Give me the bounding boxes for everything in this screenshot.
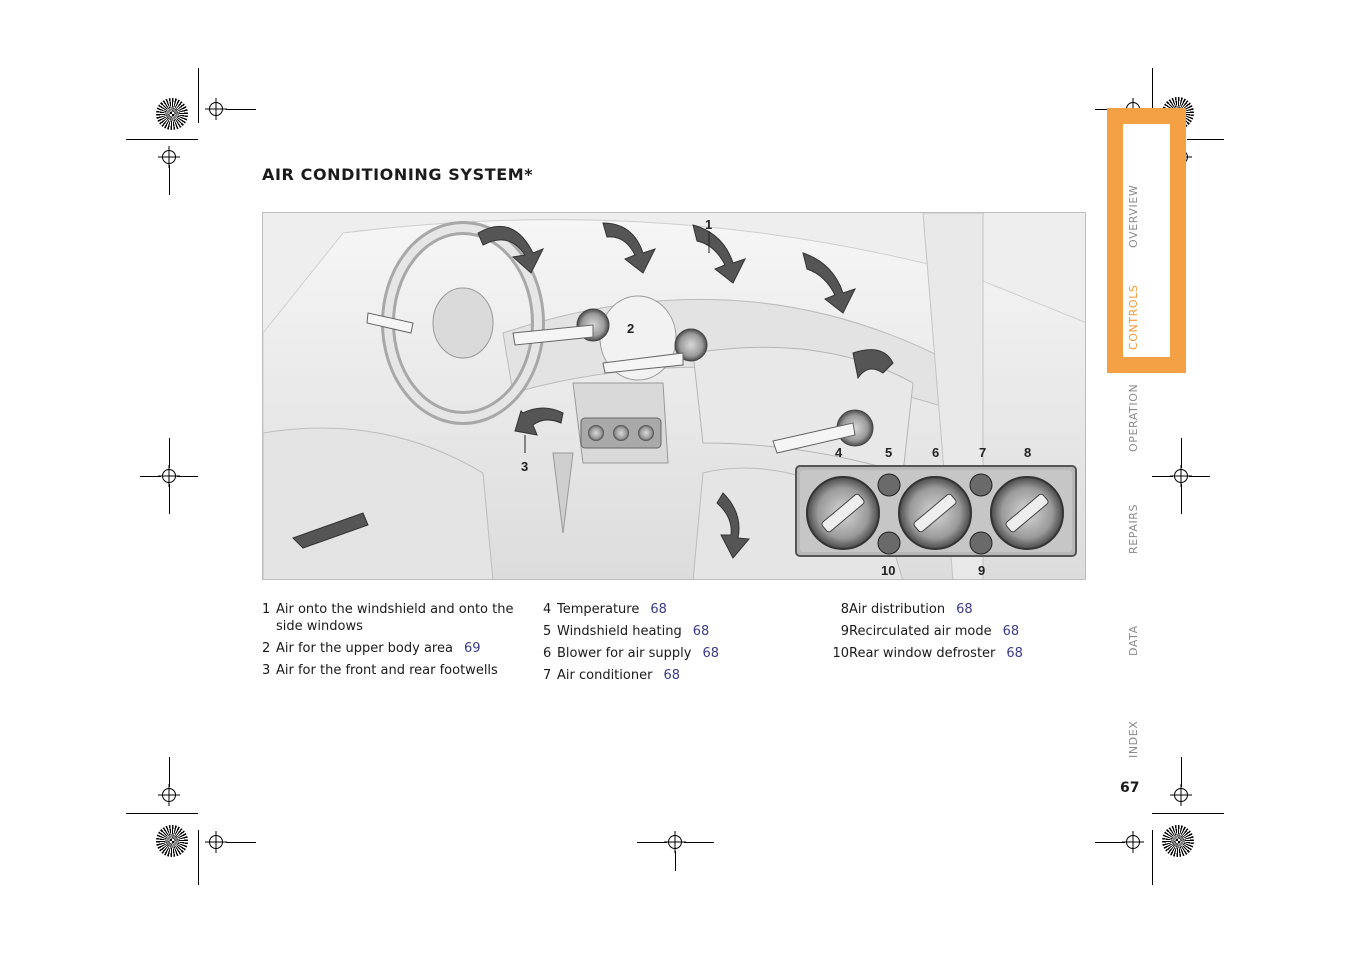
car-interior-drawing: 1 2 3 4 5 6 7 8 9 10 <box>263 213 1085 579</box>
legend-number: 7 <box>543 668 552 683</box>
legend-label: Recirculated air mode <box>849 624 992 639</box>
page-reference-link[interactable]: 68 <box>956 602 973 617</box>
tab-index[interactable]: INDEX <box>1127 720 1140 758</box>
legend-label: Air for the front and rear footwells <box>276 663 498 678</box>
callout-3: 3 <box>521 459 528 474</box>
dashboard-illustration: 1 2 3 4 5 6 7 8 9 10 <box>262 212 1086 580</box>
legend-column-1: 1 Air onto the windshield and onto the si… <box>262 601 522 684</box>
tab-operation[interactable]: OPERATION <box>1127 383 1140 452</box>
legend-number: 8 <box>840 602 849 617</box>
legend-label: side windows <box>276 619 363 634</box>
registration-star-bottom-left <box>156 825 188 857</box>
callout-10: 10 <box>881 563 895 578</box>
registration-mark <box>162 469 176 483</box>
control-knobs <box>806 473 1064 555</box>
callout-8: 8 <box>1024 445 1031 460</box>
page-number: 67 <box>1120 780 1140 796</box>
legend-item-7: 7 Air conditioner 68 <box>543 667 803 684</box>
legend-number: 10 <box>832 646 849 661</box>
legend-item-8: 8 Air distribution 68 <box>825 601 1085 618</box>
page-reference-link[interactable]: 68 <box>692 624 710 639</box>
legend-number: 3 <box>262 663 271 678</box>
legend-label: Temperature <box>557 602 640 617</box>
callout-4: 4 <box>835 445 843 460</box>
legend-number: 6 <box>543 646 552 661</box>
legend-number: 4 <box>543 602 552 617</box>
legend-item-10: 10 Rear window defroster 68 <box>825 645 1085 662</box>
legend-column-3: 8 Air distribution 68 9 Recirculated air … <box>825 601 1085 667</box>
registration-star-top-left <box>156 98 188 130</box>
registration-mark <box>209 835 223 849</box>
legend-number: 5 <box>543 624 552 639</box>
legend-item-2: 2 Air for the upper body area 69 <box>262 640 522 657</box>
page-reference-link[interactable]: 68 <box>1002 624 1020 639</box>
legend-number: 1 <box>262 602 271 617</box>
legend-item-4: 4 Temperature 68 <box>543 601 803 618</box>
legend-label: Blower for air supply <box>557 646 692 661</box>
page-title: AIR CONDITIONING SYSTEM* <box>262 165 534 184</box>
registration-mark <box>668 835 682 849</box>
legend-item-1: 1 Air onto the windshield and onto the si… <box>262 601 522 635</box>
legend-item-9: 9 Recirculated air mode 68 <box>825 623 1085 640</box>
page-reference-link[interactable]: 69 <box>463 641 481 656</box>
legend-label: Air conditioner <box>557 668 653 683</box>
registration-star-bottom-right <box>1162 825 1194 857</box>
legend-item-3: 3 Air for the front and rear footwells <box>262 662 522 679</box>
legend-label: Air onto the windshield and onto the <box>276 602 514 617</box>
registration-mark <box>162 150 176 164</box>
legend-item-5: 5 Windshield heating 68 <box>543 623 803 640</box>
tab-data[interactable]: DATA <box>1127 625 1140 656</box>
legend-label: Air distribution <box>849 602 946 617</box>
legend-number: 2 <box>262 641 271 656</box>
callout-9: 9 <box>978 563 985 578</box>
tab-overview[interactable]: OVERVIEW <box>1127 184 1140 248</box>
page-reference-link[interactable]: 68 <box>663 668 680 683</box>
registration-mark <box>209 102 223 116</box>
callout-2: 2 <box>627 321 634 336</box>
legend-label: Windshield heating <box>557 624 682 639</box>
page-reference-link[interactable]: 68 <box>650 602 667 617</box>
legend-column-2: 4 Temperature 68 5 Windshield heating 68 6… <box>543 601 803 689</box>
page-reference-link[interactable]: 68 <box>702 646 720 661</box>
legend-label: Air for the upper body area <box>276 641 453 656</box>
callout-6: 6 <box>932 445 939 460</box>
callout-5: 5 <box>885 445 892 460</box>
tab-controls[interactable]: CONTROLS <box>1127 284 1140 351</box>
legend-label: Rear window defroster <box>849 646 996 661</box>
page-reference-link[interactable]: 68 <box>1006 646 1023 661</box>
tab-repairs[interactable]: REPAIRS <box>1127 503 1140 554</box>
callout-7: 7 <box>979 445 986 460</box>
legend-item-6: 6 Blower for air supply 68 <box>543 645 803 662</box>
legend-number: 9 <box>840 624 849 639</box>
callout-1: 1 <box>705 217 712 232</box>
registration-mark <box>162 788 176 802</box>
registration-mark <box>1174 469 1188 483</box>
active-tab-inner <box>1123 124 1170 357</box>
registration-mark <box>1174 788 1188 802</box>
registration-mark <box>1126 835 1140 849</box>
